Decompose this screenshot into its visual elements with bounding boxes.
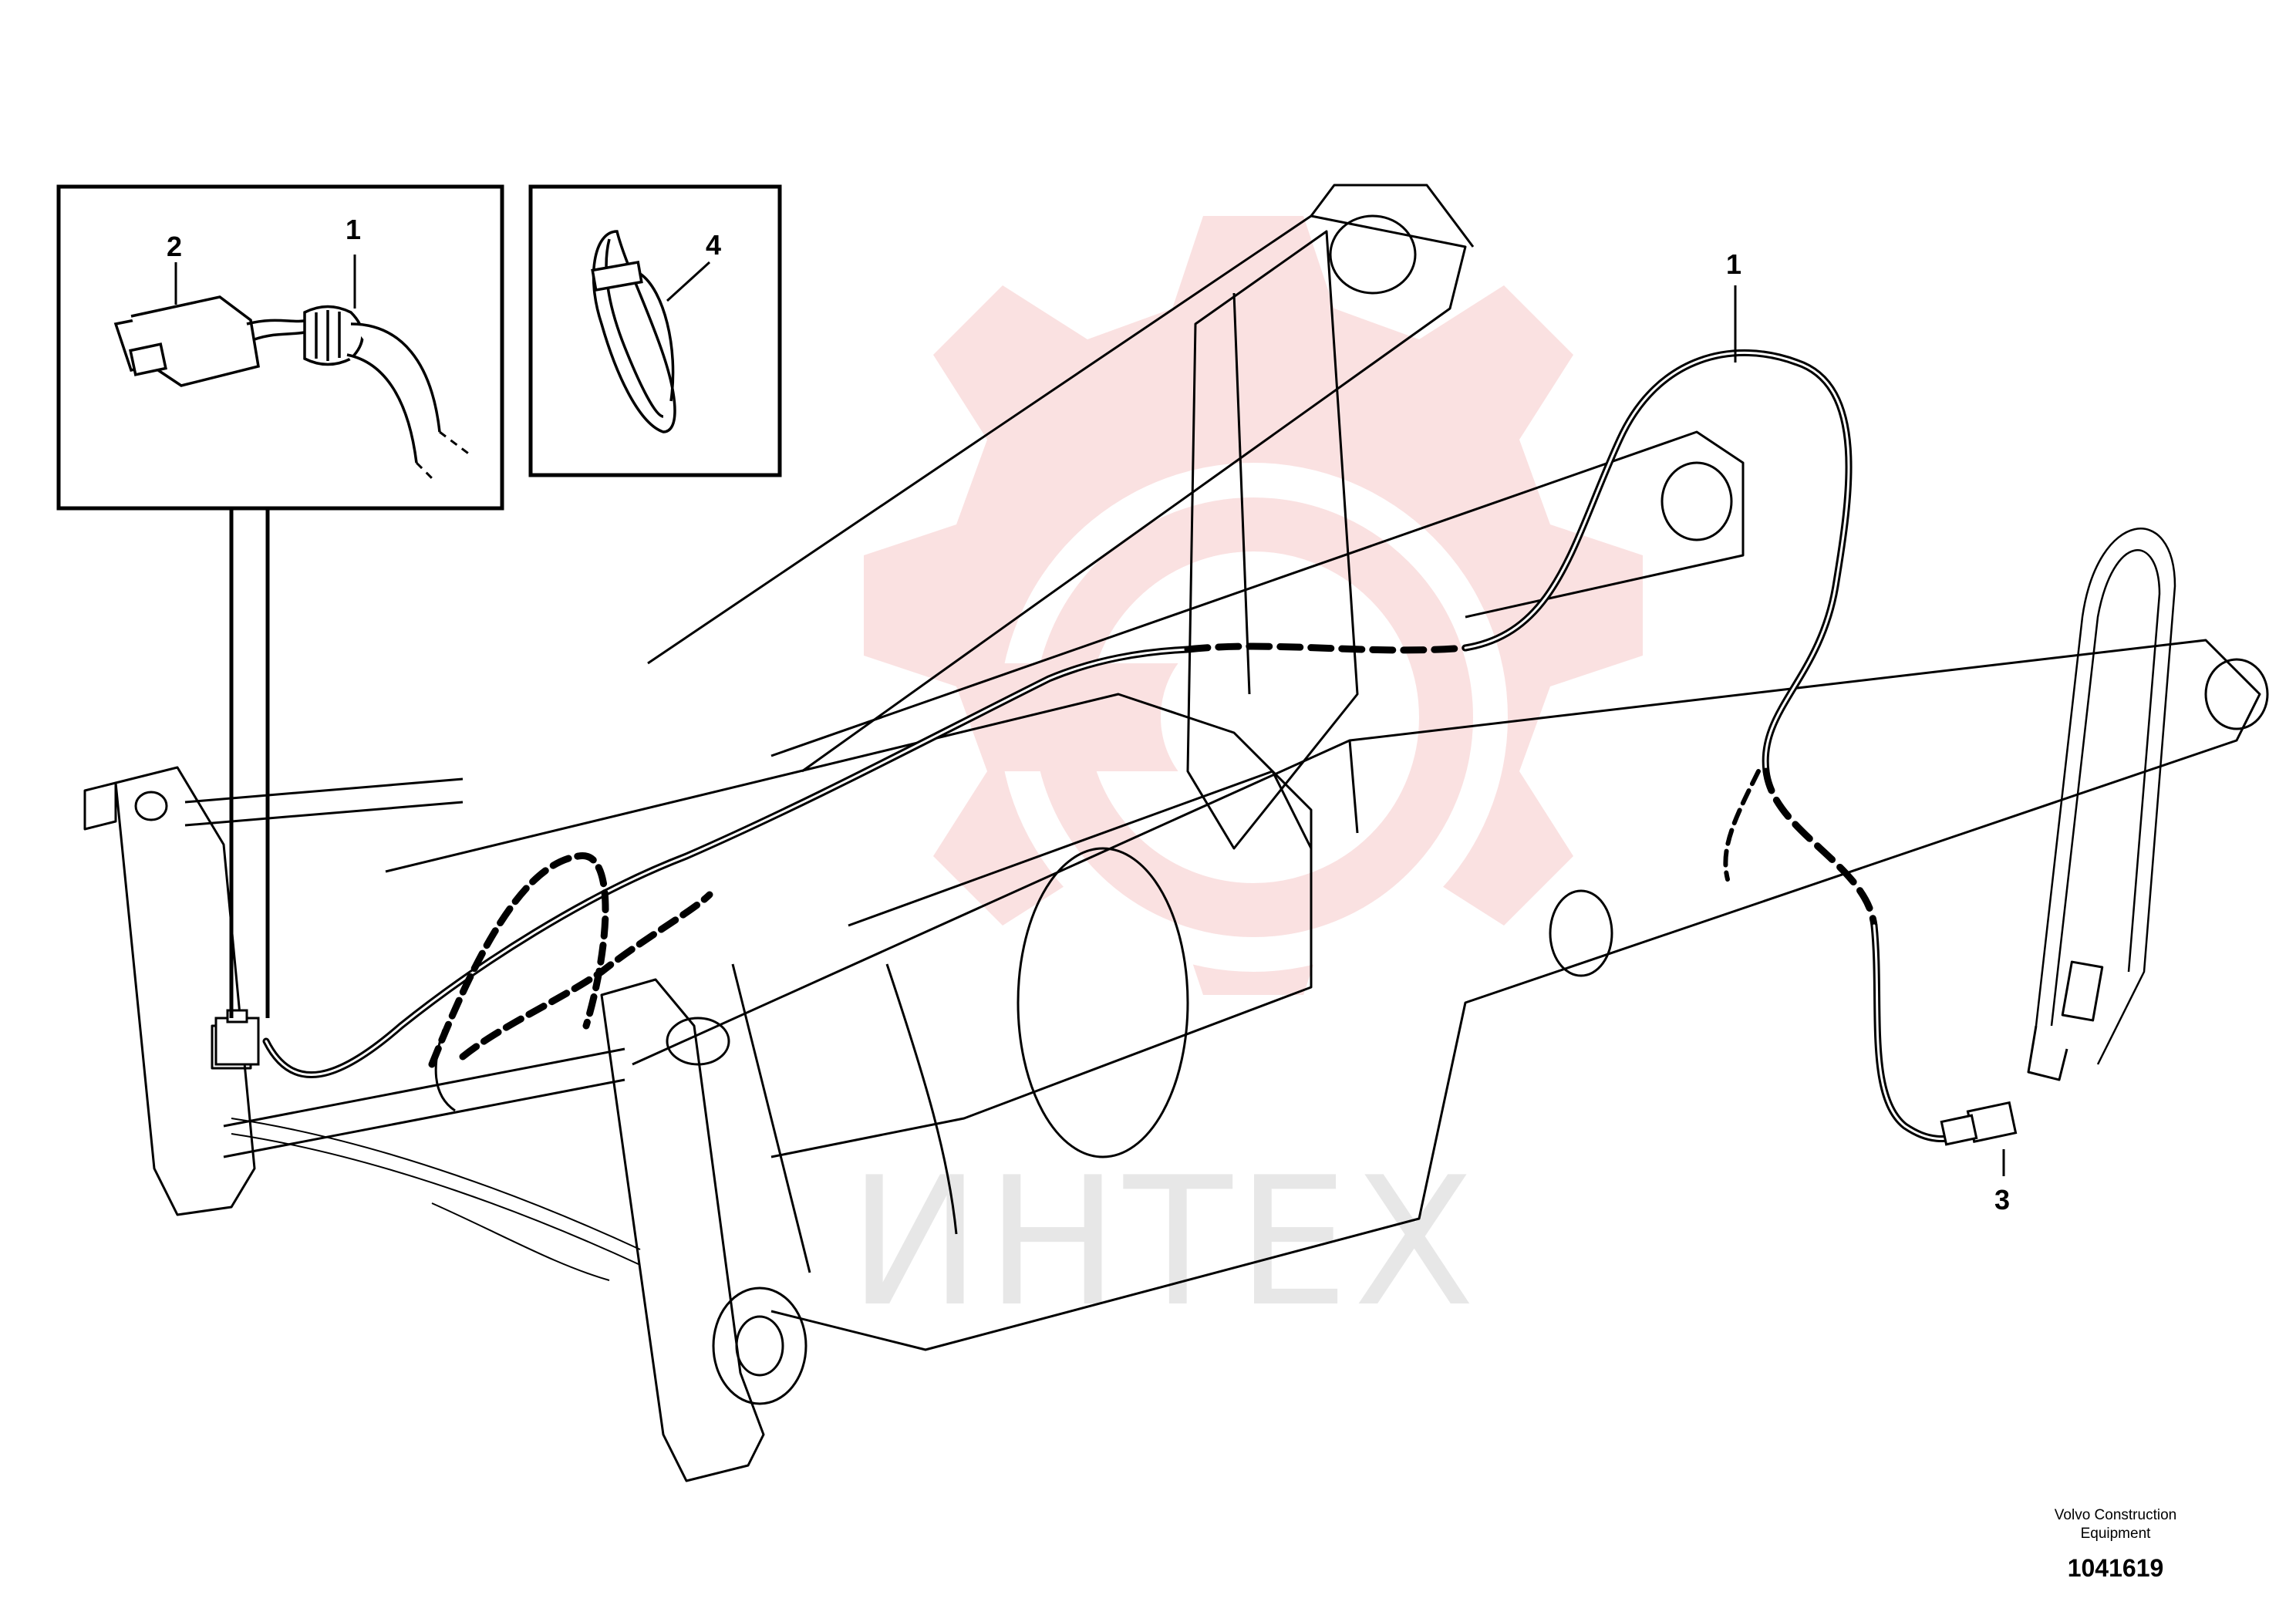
callout-1-main: 1 <box>1726 248 1741 280</box>
drawing-number: 1041619 <box>2067 1554 2164 1582</box>
watermark-text: ИНТЕХ <box>848 1140 1479 1346</box>
callout-3-main: 3 <box>1994 1184 2010 1216</box>
callout-1-inset: 1 <box>346 214 361 245</box>
callout-2-inset: 2 <box>167 231 182 262</box>
brand-label: Volvo Construction Equipment <box>2023 1506 2208 1543</box>
brand-line-2: Equipment <box>2080 1526 2151 1542</box>
callout-4-inset: 4 <box>706 229 721 261</box>
solenoid-valve <box>214 1009 260 1066</box>
connector-item-3 <box>1940 1101 2018 1146</box>
loader-frame-outline <box>83 184 2269 1482</box>
watermark-gear-logo <box>864 216 1643 995</box>
wire-harness-routed <box>262 349 1978 1143</box>
inset-cable-tie-detail: 4 <box>528 184 782 477</box>
inset-connector-detail: 2 1 <box>56 184 504 511</box>
brand-line-1: Volvo Construction <box>2054 1507 2177 1523</box>
inset-leader-lines <box>229 509 270 1018</box>
